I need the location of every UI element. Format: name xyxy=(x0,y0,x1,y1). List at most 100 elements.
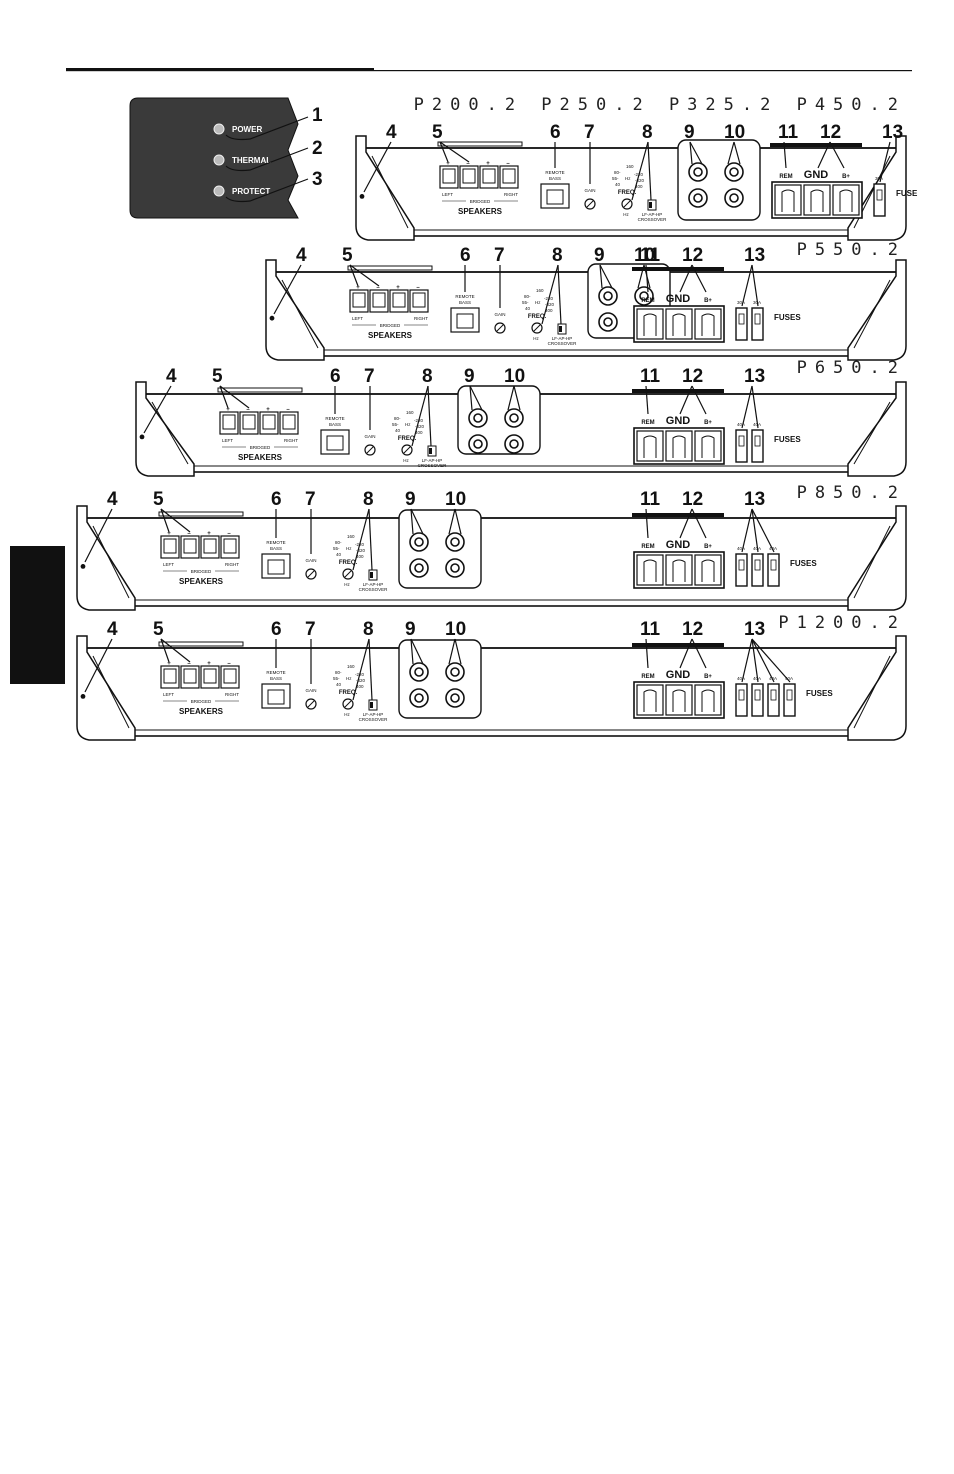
rca-jack-center xyxy=(414,537,424,547)
callout-13-leader xyxy=(741,508,753,553)
rca-jack-center xyxy=(473,439,483,449)
callout-5: 5 xyxy=(432,122,443,143)
led-power-indicator xyxy=(213,123,225,135)
bplus-label: B+ xyxy=(704,420,712,426)
callout-11-leader xyxy=(645,638,649,669)
callout-4-leader xyxy=(84,638,113,693)
callout-9: 9 xyxy=(684,122,695,143)
crossover-mode-label: LF-AP-HP xyxy=(422,458,443,463)
speaker-terminal-screw xyxy=(462,168,476,184)
callout-13-leader xyxy=(751,508,775,553)
callout-10-leader xyxy=(448,508,456,535)
callout-5-leader xyxy=(349,264,380,287)
led-callout-line xyxy=(225,116,309,141)
panel-model-title: P850.2 xyxy=(797,483,906,503)
freq-knob-slot xyxy=(344,570,352,578)
panel-body xyxy=(273,271,899,357)
callout-10-leader xyxy=(513,385,521,411)
mounting-hole xyxy=(359,194,365,199)
mounting-hole xyxy=(139,434,145,440)
rca-jack-center xyxy=(729,167,739,177)
callout-12: 12 xyxy=(682,366,703,387)
speaker-terminal-cover xyxy=(437,141,523,147)
freq-tick: 400 xyxy=(356,554,364,559)
bplus-label: B+ xyxy=(704,298,712,304)
mounting-hole xyxy=(80,564,86,569)
bplus-label: B+ xyxy=(704,674,712,680)
header-rule-thick xyxy=(66,68,374,71)
speaker-terminal-screw xyxy=(163,668,177,684)
freq-hz-label: Hz xyxy=(405,422,411,427)
freq-tick: 40 xyxy=(336,682,342,687)
callout-7: 7 xyxy=(305,489,316,510)
terminal-screw-outline xyxy=(643,435,657,458)
remote-bass-jack-port xyxy=(326,435,344,451)
fuse-rating-label: 40A xyxy=(769,546,777,551)
freq-tick: 55- xyxy=(333,676,340,681)
callout-10: 10 xyxy=(445,489,466,510)
heatsink-fin-line xyxy=(92,525,130,599)
crossover-label: CROSSOVER xyxy=(359,587,389,592)
gain-knob-slot xyxy=(366,446,374,454)
speaker-terminal-screw xyxy=(282,414,296,430)
heatsink-fin-line xyxy=(853,401,891,465)
gain-label: GAIN xyxy=(305,688,316,693)
callout-13-leader xyxy=(741,638,753,683)
callout-10-leader xyxy=(454,508,462,535)
terminal-polarity: + xyxy=(486,161,490,167)
mounting-hole xyxy=(80,694,86,699)
callout-10-leader xyxy=(727,141,735,165)
fuse-element xyxy=(754,313,761,325)
callout-12-leader xyxy=(679,385,693,415)
bass-label: BASS xyxy=(549,176,561,181)
power-terminal-cover xyxy=(632,513,724,517)
fuse-label: FUSES xyxy=(790,559,817,568)
callout-12-leader xyxy=(679,264,693,293)
remote-bass-jack-port xyxy=(546,189,564,205)
speaker-terminal-screw xyxy=(262,414,276,430)
speaker-terminal-screw xyxy=(352,292,366,308)
freq-tick: 40 xyxy=(525,306,531,311)
callout-12-leader xyxy=(679,508,693,539)
freq-tick: 80- xyxy=(394,416,401,421)
callout-11: 11 xyxy=(778,122,799,143)
callout-8-leader xyxy=(557,264,562,325)
callout-11-leader xyxy=(645,508,649,539)
speaker-bridged-label: BRIDGED xyxy=(191,569,212,574)
speaker-terminal-screw xyxy=(242,414,256,430)
bass-label: BASS xyxy=(459,300,471,305)
callout-9-leader xyxy=(410,638,414,665)
callout-11: 11 xyxy=(640,245,661,266)
rca-jack-center xyxy=(473,413,483,423)
speaker-terminal-screw xyxy=(392,292,406,308)
heatsink-fin-line xyxy=(853,655,891,729)
callout-13: 13 xyxy=(744,245,765,266)
panel-model-title: P1200.2 xyxy=(778,613,906,633)
speaker-right-label: RIGHT xyxy=(225,562,239,567)
heatsink-right-end xyxy=(847,381,907,477)
led-callout-line xyxy=(225,147,309,172)
callout-10: 10 xyxy=(504,366,525,387)
freq-tick: 400 xyxy=(635,184,643,189)
callout-9-leader xyxy=(689,141,693,165)
fuse-element xyxy=(770,689,777,701)
fuse-element xyxy=(786,689,793,701)
callout-4: 4 xyxy=(166,366,177,387)
terminal-screw-outline xyxy=(781,189,795,212)
rem-label: REM xyxy=(641,674,654,680)
callout-10-leader xyxy=(733,141,741,165)
crossover-switch-slider xyxy=(429,448,432,454)
freq-hz-bottom: Hz xyxy=(344,582,350,587)
crossover-mode-label: LF-AP-HP xyxy=(642,212,663,217)
rca-jack-center xyxy=(729,193,739,203)
rca-jack-center xyxy=(693,193,703,203)
rca-jack-center xyxy=(509,413,519,423)
callout-13: 13 xyxy=(744,489,765,510)
callout-9: 9 xyxy=(405,619,416,640)
callout-8-leader xyxy=(427,385,432,447)
speakers-label: SPEAKERS xyxy=(179,707,224,716)
callout-5-leader xyxy=(160,508,191,533)
